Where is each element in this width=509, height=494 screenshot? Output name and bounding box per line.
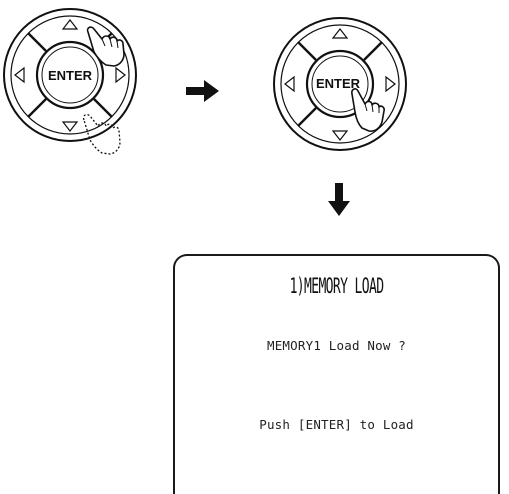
- hand-pointer-icon: [86, 26, 125, 67]
- up-triangle-icon: [61, 19, 79, 30]
- enter-label-left: ENTER: [48, 68, 93, 83]
- screen-message-line: MEMORY1 Load Now ?: [266, 338, 407, 353]
- screen-title: 1)MEMORY LOAD: [289, 274, 384, 298]
- hand-pointer-icon: [351, 88, 385, 132]
- right-triangle-icon: [115, 66, 126, 84]
- left-triangle-icon: [14, 66, 25, 84]
- right-arrow-icon: [186, 80, 220, 106]
- down-triangle-icon: [331, 130, 349, 141]
- display-screen: 1)MEMORY LOAD MEMORY1 Load Now ? Push [E…: [173, 254, 500, 494]
- remote-pad-right: ENTER: [268, 12, 418, 162]
- right-triangle-icon: [385, 75, 396, 93]
- remote-pad-left: ENTER: [2, 2, 162, 167]
- up-triangle-icon: [331, 28, 349, 39]
- screen-instruction-line: Push [ENTER] to Load: [259, 417, 414, 432]
- down-triangle-icon: [61, 121, 79, 132]
- down-arrow-icon: [328, 183, 350, 221]
- enter-label-right: ENTER: [316, 76, 361, 91]
- hand-pointer-dotted-icon: [82, 113, 121, 155]
- left-triangle-icon: [284, 75, 295, 93]
